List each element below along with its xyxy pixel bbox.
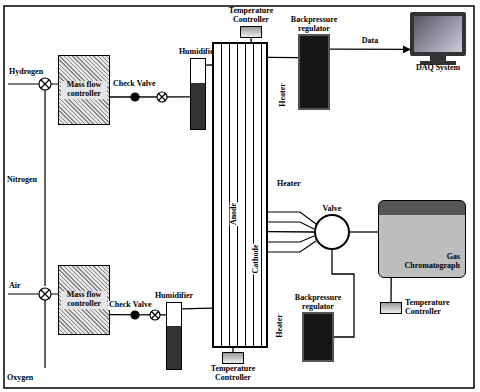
node-label: Valve (312, 205, 352, 214)
node-label: Backpressure regulator (286, 294, 350, 312)
mass-flow-controller: Mass flow controller (58, 265, 110, 335)
part-label: Heater (279, 82, 288, 108)
gas-valve-symbols (39, 78, 51, 300)
node-label: DAQ System (403, 64, 473, 73)
gas-chromatograph: Gas Chromatograph (378, 200, 466, 278)
node-label: Temperature Controller (202, 365, 264, 383)
daq-monitor: DAQ System (410, 12, 466, 56)
part-label: Nitrogen (6, 176, 38, 185)
pipe-connector (268, 57, 298, 59)
backpressure-regulator: Backpressure regulator (298, 34, 330, 110)
part-label: Air (8, 282, 22, 291)
node-label: Mass flow controller (61, 81, 107, 99)
node-label: Gas Chromatograph (400, 253, 460, 271)
edge-label: Data (361, 37, 379, 46)
mass-flow-controller: Mass flow controller (58, 55, 110, 125)
backpressure-regulator: Backpressure regulator (302, 312, 334, 362)
part-label: Oxygen (6, 374, 34, 383)
node-label: Temperature Controller (220, 7, 282, 25)
pipe-connector (390, 278, 392, 302)
part-label: Check Valve (112, 80, 156, 89)
node-label: Temperature Controller (405, 299, 467, 317)
part-label: Heater (276, 180, 302, 189)
node-label: Cathode (252, 244, 261, 275)
part-label: Check Valve (108, 301, 152, 310)
check-valve-symbols (131, 92, 167, 320)
outer-frame (4, 6, 474, 388)
part-label: Heater (276, 313, 285, 339)
pipe-connector (268, 231, 314, 233)
pipe-connector (350, 231, 378, 232)
temperature-controller: Temperature Controller (240, 26, 262, 38)
valve: Valve (314, 214, 350, 250)
gas-lines (8, 84, 316, 368)
humidifier: Humidifier (166, 302, 182, 370)
part-label: Hydrogen (8, 68, 44, 77)
pipe-connector (182, 308, 212, 310)
temperature-controller: Temperature Controller (380, 302, 402, 314)
node-label: Humidifier (144, 292, 204, 301)
node-label: Anode (230, 202, 239, 226)
pipe-connector (330, 49, 410, 51)
temperature-controller: Temperature Controller (222, 352, 244, 364)
node-label: Backpressure regulator (282, 16, 346, 34)
fuel-cell-stack: AnodeCathode (212, 42, 268, 348)
pipe-connector (110, 96, 190, 97)
humidifier: Humidifier (190, 58, 206, 130)
node-label: Mass flow controller (61, 291, 107, 309)
